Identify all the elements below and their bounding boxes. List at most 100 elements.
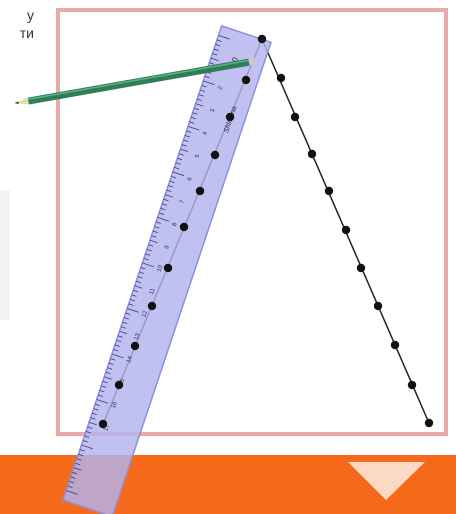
ruler-tick [218,34,230,40]
ruler-tick [161,203,167,206]
ruler-tick [187,125,200,131]
ruler-number: 4 [202,130,209,136]
pencil-tip [14,97,30,105]
ruler-tick [168,185,174,188]
ruler-tick [216,39,222,42]
ruler-tick [166,189,172,193]
ruler-tick [67,485,73,488]
ruler-tick [212,53,218,56]
ruler-number: 15 [118,378,126,387]
ruler-tick [180,148,189,153]
ruler-number: 16 [111,400,119,409]
ruler-tick [152,230,158,234]
ruler-tick [131,294,137,297]
ruler-tick [72,471,78,475]
ruler-number: 8 [172,222,179,228]
ruler-tick [119,330,128,335]
ruler-tick [87,426,93,429]
right-side-dot [424,418,434,428]
left-side-dot [241,75,251,85]
right-side-dot [390,340,400,350]
ruler-tick [73,467,82,471]
right-side-dot [290,112,300,122]
ruler-tick [200,89,206,92]
ruler-tick [130,298,136,302]
ruler-tick [104,376,112,380]
ruler-tick [102,380,108,384]
ruler-tick [125,312,131,315]
ruler-tick [133,289,139,293]
left-side-dot [98,419,108,429]
ruler-tick [137,276,143,279]
ruler-tick [174,166,180,170]
left-side-dot [210,150,220,160]
cropped-instruction-text: у ти [8,6,34,42]
ruler-tick [81,444,93,450]
ruler-tick [201,85,207,88]
ruler-tick [84,435,90,438]
ruler-tick [136,280,142,284]
pencil[interactable] [14,57,256,107]
ruler-number: 17 [103,423,111,432]
ruler-tick [195,103,204,107]
ruler-tick [79,449,85,452]
ruler-tick [154,226,160,229]
ruler-tick [111,353,124,359]
ruler-tick [93,408,99,411]
ruler-tick [213,48,219,51]
ruler-tick [88,421,97,426]
ruler-tick [204,75,210,79]
ruler-number: 2 [217,85,224,91]
ruler-number: 11 [149,287,157,295]
ruler-tick [145,253,151,256]
ruler-tick [91,412,97,416]
left-edge-stripe [0,190,10,320]
ruler-tick [210,57,219,61]
ruler-tick [184,135,190,138]
ruler-tick [203,80,215,86]
ruler-tick [169,180,175,183]
pencil-lead [14,101,19,105]
ruler-tick [192,112,198,115]
apex-dot [257,34,267,44]
ruler-tick [197,98,203,102]
ruler-tick [126,308,139,313]
triangle-dots [98,34,434,429]
ruler-tick [139,271,145,274]
right-side-dot [341,225,351,235]
ruler-tick [94,403,100,406]
ruler-tick [66,490,78,495]
ruler-tick [215,44,221,47]
right-side-dot [324,186,334,196]
ruler-ticks [66,34,230,495]
ruler-tick [110,358,116,361]
left-side-dot [114,380,124,390]
left-side-dot [130,341,140,351]
right-side-dot [307,149,317,159]
ruler-tick [116,339,122,343]
ruler-tick [181,144,187,147]
ruler-tick [177,157,183,161]
ruler-number: 7 [179,199,186,205]
ruler-tick [171,176,177,179]
ruler-tick [172,171,185,177]
instruction-line-2: ти [19,25,34,41]
ruler-tick [163,198,169,202]
ruler-tick [186,130,192,133]
left-side-dot [179,222,189,232]
ruler-tick [101,385,107,388]
instruction-line-1: у [27,7,34,23]
ruler-tick [117,335,123,338]
ruler-tick [140,267,146,270]
ruler-tick [108,362,114,366]
ruler-tick [160,207,166,211]
ruler-tick [175,162,181,165]
ruler-tick [149,239,158,244]
ruler-tick [113,349,119,352]
ruler-tick [114,344,120,347]
ruler-tick [209,62,215,65]
ruler-tick [105,371,111,375]
chevron-decoration [348,462,425,500]
ruler-zero-label: 0 [230,56,240,64]
